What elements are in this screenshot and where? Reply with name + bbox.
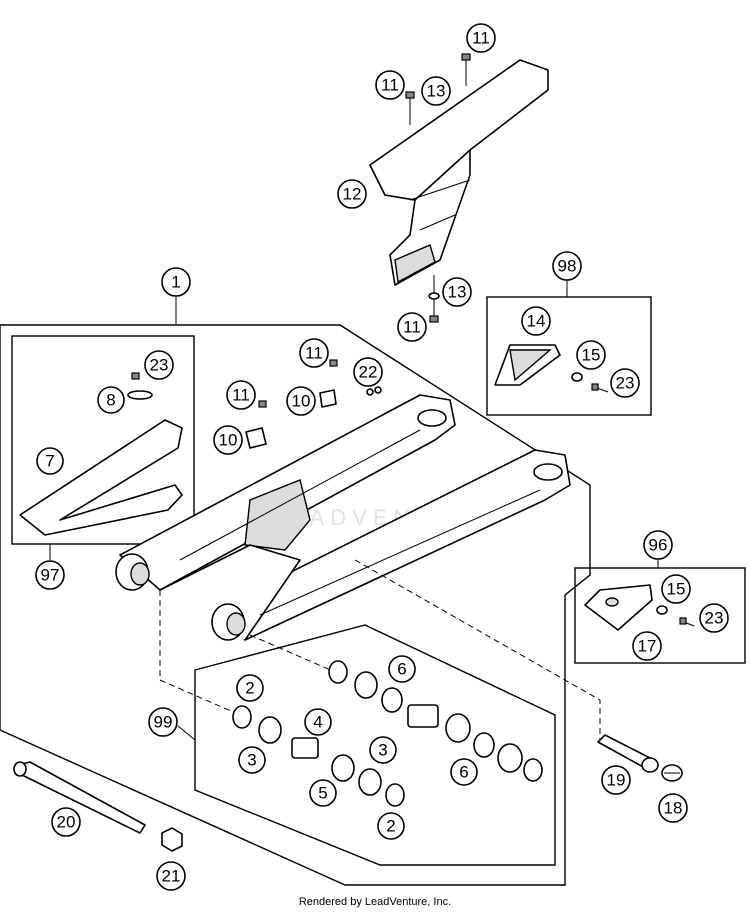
svg-text:97: 97 <box>41 566 60 585</box>
svg-text:2: 2 <box>386 817 395 836</box>
callout-11-top-left: 11 <box>375 70 405 100</box>
svg-text:11: 11 <box>305 344 323 363</box>
upper-chain-guard <box>369 59 549 286</box>
callout-10-right: 10 <box>286 386 316 416</box>
svg-text:21: 21 <box>162 867 181 886</box>
callout-13-bottom: 13 <box>442 277 472 307</box>
cover-96-part <box>584 584 695 631</box>
svg-text:13: 13 <box>427 82 446 101</box>
callout-11-guard: 11 <box>397 312 427 342</box>
axle-axis <box>354 559 601 745</box>
pivot-axis-right <box>249 634 336 673</box>
chain-guard-98-part <box>494 344 609 393</box>
svg-text:8: 8 <box>106 391 115 410</box>
small-parts-swingarm <box>245 359 382 449</box>
svg-text:11: 11 <box>403 318 421 337</box>
callout-2-upper: 2 <box>236 674 264 702</box>
svg-text:4: 4 <box>313 713 322 732</box>
nut-21 <box>161 827 183 852</box>
svg-text:11: 11 <box>472 29 490 48</box>
pivot-bolt-19 <box>597 734 659 773</box>
callout-6-upper: 6 <box>388 655 416 683</box>
callout-15-lower: 15 <box>661 574 691 604</box>
svg-text:12: 12 <box>343 185 362 204</box>
callout-3-right: 3 <box>369 736 397 764</box>
bolt-11-top-right <box>461 53 471 86</box>
bolt-11-top-left <box>405 91 415 125</box>
chain-guide-frame-97 <box>11 335 195 545</box>
callout-23-cover-96: 23 <box>699 603 729 633</box>
svg-text:98: 98 <box>558 257 577 276</box>
svg-text:6: 6 <box>459 763 468 782</box>
svg-text:22: 22 <box>359 363 378 382</box>
svg-text:1: 1 <box>171 273 180 292</box>
callout-11-swingarm-left: 11 <box>226 380 256 410</box>
svg-text:19: 19 <box>607 771 626 790</box>
svg-text:13: 13 <box>448 283 467 302</box>
svg-text:14: 14 <box>527 312 546 331</box>
callout-5: 5 <box>309 779 337 807</box>
chain-guard-frame-98 <box>486 296 652 416</box>
bearing-kit-parts <box>232 660 543 807</box>
cover-frame-96 <box>574 567 746 664</box>
callout-15-upper: 15 <box>576 340 606 370</box>
bolt-11-guard-lower <box>428 275 440 323</box>
svg-text:2: 2 <box>245 679 254 698</box>
svg-text:10: 10 <box>219 431 238 450</box>
svg-text:15: 15 <box>582 346 601 365</box>
svg-text:17: 17 <box>638 637 657 656</box>
callout-11-swingarm-right: 11 <box>299 338 329 368</box>
callout-22: 22 <box>353 357 383 387</box>
svg-text:10: 10 <box>292 392 311 411</box>
svg-text:99: 99 <box>154 713 173 732</box>
callout-6-lower: 6 <box>450 758 478 786</box>
callout-1: 1 <box>161 267 191 297</box>
callout-12: 12 <box>337 179 367 209</box>
callout-21: 21 <box>156 861 186 891</box>
callout-2-lower: 2 <box>377 812 405 840</box>
pivot-axis-left <box>159 590 241 716</box>
svg-text:6: 6 <box>397 660 406 679</box>
cap-18 <box>661 764 683 782</box>
bearing-kit-frame-99 <box>194 624 556 866</box>
callout-7: 7 <box>36 447 64 475</box>
svg-text:15: 15 <box>667 580 686 599</box>
callout-99: 99 <box>148 707 178 737</box>
callout-17: 17 <box>632 631 662 661</box>
callout-4: 4 <box>304 708 332 736</box>
callout-20: 20 <box>51 807 81 837</box>
callout-3-left: 3 <box>238 746 266 774</box>
svg-text:11: 11 <box>381 76 399 95</box>
svg-text:3: 3 <box>378 741 387 760</box>
svg-text:23: 23 <box>616 374 635 393</box>
callout-11-top-right: 11 <box>466 23 496 53</box>
swingarm <box>115 394 571 641</box>
svg-text:7: 7 <box>45 452 54 471</box>
svg-text:18: 18 <box>664 799 683 818</box>
svg-text:20: 20 <box>57 813 76 832</box>
callout-96: 96 <box>643 530 673 560</box>
svg-text:11: 11 <box>232 386 250 405</box>
callout-8: 8 <box>97 386 125 414</box>
axle-20 <box>13 761 146 834</box>
callout-10-left: 10 <box>213 425 243 455</box>
svg-text:23: 23 <box>705 609 724 628</box>
callout-14: 14 <box>521 306 551 336</box>
render-credit: Rendered by LeadVenture, Inc. <box>298 896 452 908</box>
svg-text:23: 23 <box>150 356 169 375</box>
callout-23-guard-98: 23 <box>610 368 640 398</box>
callout-98: 98 <box>552 251 582 281</box>
assembly-frame-1 <box>0 324 591 886</box>
callout-97: 97 <box>35 560 65 590</box>
svg-text:5: 5 <box>318 784 327 803</box>
svg-text:3: 3 <box>247 751 256 770</box>
callout-13-top: 13 <box>421 76 451 106</box>
svg-text:96: 96 <box>649 536 668 555</box>
callout-18: 18 <box>658 793 688 823</box>
callout-19: 19 <box>601 765 631 795</box>
callout-23-chain-guide: 23 <box>144 350 174 380</box>
chain-guide <box>19 372 183 536</box>
